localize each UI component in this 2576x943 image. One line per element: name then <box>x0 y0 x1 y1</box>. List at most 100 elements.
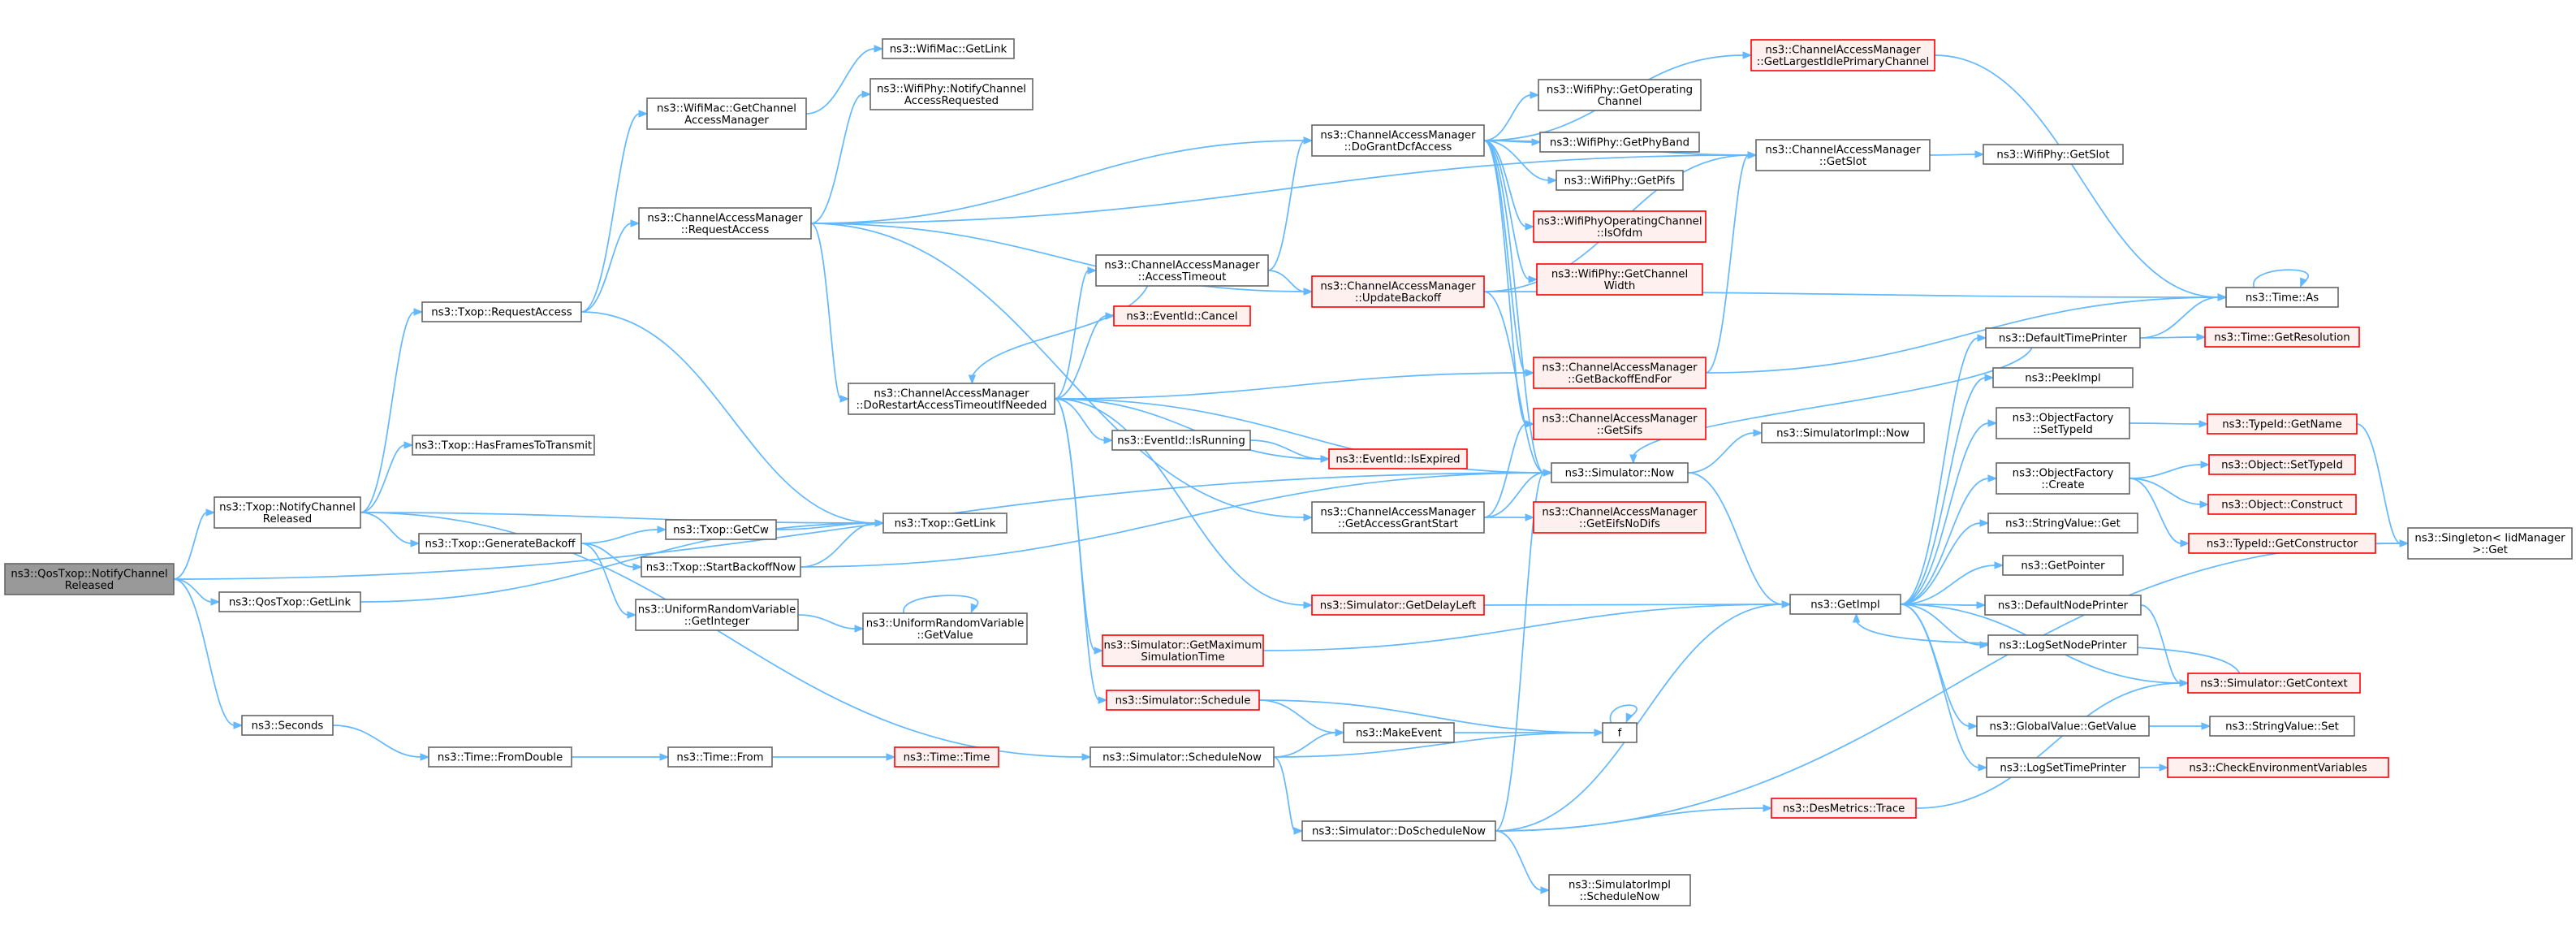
node-typeid-getname[interactable]: ns3::TypeId::GetName <box>2207 413 2358 435</box>
node-seconds[interactable]: ns3::Seconds <box>241 715 334 736</box>
node-sim-schedule[interactable]: ns3::Simulator::Schedule <box>1106 690 1260 711</box>
call-edge-cam_requestaccess-to-cam_getaccessgrantstart <box>810 223 1314 521</box>
node-txop-genbackoff[interactable]: ns3::Txop::GenerateBackoff <box>418 533 582 554</box>
node-wifiphy-getpifs[interactable]: ns3::WifiPhy::GetPifs <box>1556 170 1684 191</box>
node-box <box>1106 690 1260 711</box>
node-txop-getcw[interactable]: ns3::Txop::GetCw <box>665 519 777 540</box>
node-object-construct[interactable]: ns3::Object::Construct <box>2207 494 2357 515</box>
node-label: ::UpdateBackoff <box>1355 292 1442 305</box>
node-wifiphy-getphyband[interactable]: ns3::WifiPhy::GetPhyBand <box>1539 132 1700 153</box>
node-box <box>412 435 595 456</box>
call-edge-sim_doschedulenow-to-desmetrics_trace <box>1495 804 1773 832</box>
node-txop-requestaccess[interactable]: ns3::Txop::RequestAccess <box>421 301 582 322</box>
node-label: ns3::ObjectFactory <box>2013 467 2114 479</box>
node-box <box>1548 874 1691 906</box>
node-sim-doschedulenow[interactable]: ns3::Simulator::DoScheduleNow <box>1301 820 1496 841</box>
node-cam-getsifs[interactable]: ns3::ChannelAccessManager::GetSifs <box>1533 408 1707 440</box>
node-box <box>862 612 1028 645</box>
node-object-settypeid[interactable]: ns3::Object::SetTypeId <box>2208 454 2356 475</box>
node-cam-getaccessgrantstart[interactable]: ns3::ChannelAccessManager::GetAccessGran… <box>1311 501 1485 534</box>
call-edge-objfactory_create-to-object_settypeid <box>2129 461 2211 479</box>
node-txop-getlink[interactable]: ns3::Txop::GetLink <box>882 513 1008 534</box>
node-f[interactable]: f <box>1602 722 1638 743</box>
node-box <box>1102 634 1264 667</box>
node-defaulttimeprinter[interactable]: ns3::DefaultTimePrinter <box>1985 327 2141 348</box>
call-edge-cam_getbackoffendfor-to-time_as <box>1705 293 2228 374</box>
node-cam-getbackoffendfor[interactable]: ns3::ChannelAccessManager::GetBackoffEnd… <box>1533 357 1707 389</box>
node-label: ns3::Time::As <box>2246 292 2319 305</box>
node-objfactory-create[interactable]: ns3::ObjectFactory::Create <box>1996 462 2130 495</box>
node-time-getresolution[interactable]: ns3::Time::GetResolution <box>2204 327 2360 348</box>
node-uniform-getvalue[interactable]: ns3::UniformRandomVariable::GetValue <box>862 612 1028 645</box>
node-singleton-get[interactable]: ns3::Singleton< IidManager>::Get <box>2407 527 2573 560</box>
node-qostxop-getlink[interactable]: ns3::QosTxop::GetLink <box>218 591 361 612</box>
node-box <box>2188 533 2376 554</box>
node-time-as[interactable]: ns3::Time::As <box>2225 287 2339 308</box>
node-label: ::GetLargestIdlePrimaryChannel <box>1757 56 1929 68</box>
node-sim-getcontext[interactable]: ns3::Simulator::GetContext <box>2187 673 2361 694</box>
node-label: ::SetTypeId <box>2033 424 2093 436</box>
node-getpointer[interactable]: ns3::GetPointer <box>2002 555 2124 576</box>
node-cam-requestaccess[interactable]: ns3::ChannelAccessManager::RequestAccess <box>638 207 812 240</box>
call-edge-getimpl-to-defaulttimeprinter <box>1900 334 1987 605</box>
node-box <box>894 746 999 768</box>
node-box <box>1311 124 1485 157</box>
node-cam-updatebackoff[interactable]: ns3::ChannelAccessManager::UpdateBackoff <box>1311 275 1485 308</box>
node-label: ns3::DefaultNodePrinter <box>1998 600 2129 612</box>
node-simimpl-now[interactable]: ns3::SimulatorImpl::Now <box>1761 422 1925 443</box>
node-objfactory-settypeid[interactable]: ns3::ObjectFactory::SetTypeId <box>1996 407 2130 439</box>
node-desmetrics-trace[interactable]: ns3::DesMetrics::Trace <box>1771 798 1917 819</box>
node-txop-startbackoffnow[interactable]: ns3::Txop::StartBackoffNow <box>641 556 801 577</box>
node-time-from[interactable]: ns3::Time::From <box>667 746 773 768</box>
node-label: ns3::ChannelAccessManager <box>1765 44 1921 56</box>
node-box <box>638 207 812 240</box>
node-sim-schedulenow[interactable]: ns3::Simulator::ScheduleNow <box>1090 746 1275 768</box>
node-logsettimeprinter[interactable]: ns3::LogSetTimePrinter <box>1986 757 2140 778</box>
call-edge-cam_requestaccess-to-cam_dogrant <box>810 136 1314 224</box>
call-edge-sim_schedule-to-makeevent <box>1258 699 1345 737</box>
node-sim-getdelayleft[interactable]: ns3::Simulator::GetDelayLeft <box>1311 595 1485 616</box>
node-eventid-cancel[interactable]: ns3::EventId::Cancel <box>1113 305 1251 327</box>
node-eventid-isrunning[interactable]: ns3::EventId::IsRunning <box>1111 430 1251 451</box>
node-cam-getslot[interactable]: ns3::ChannelAccessManager::GetSlot <box>1755 139 1931 171</box>
node-label: ns3::GlobalValue::GetValue <box>1990 721 2137 733</box>
node-sim-now[interactable]: ns3::Simulator::Now <box>1551 462 1689 483</box>
node-label: ns3::ChannelAccessManager <box>647 212 803 224</box>
call-edge-root-to-seconds <box>173 578 244 729</box>
node-label: ns3::PeekImpl <box>2025 373 2100 385</box>
node-defaultnodeprinter[interactable]: ns3::DefaultNodePrinter <box>1984 595 2142 616</box>
node-uniform-getinteger[interactable]: ns3::UniformRandomVariable::GetInteger <box>635 599 799 631</box>
node-label: ns3::Time::Time <box>904 752 990 764</box>
node-simimpl-schedulenow[interactable]: ns3::SimulatorImpl::ScheduleNow <box>1548 874 1691 906</box>
node-box <box>1771 798 1917 819</box>
node-cam-geteifsnodifs[interactable]: ns3::ChannelAccessManager::GetEifsNoDifs <box>1533 501 1707 534</box>
node-wifiphy-getslot[interactable]: ns3::WifiPhy::GetSlot <box>1983 144 2124 165</box>
node-time-fromdouble[interactable]: ns3::Time::FromDouble <box>428 746 572 768</box>
node-checkenvvars[interactable]: ns3::CheckEnvironmentVariables <box>2167 757 2389 778</box>
node-time-time[interactable]: ns3::Time::Time <box>894 746 999 768</box>
node-box <box>1556 170 1684 191</box>
node-logsetnodeprinter[interactable]: ns3::LogSetNodePrinter <box>1987 634 2138 655</box>
node-cam-getlargestidle[interactable]: ns3::ChannelAccessManager::GetLargestIdl… <box>1750 39 1935 71</box>
node-cam-dorestart[interactable]: ns3::ChannelAccessManager::DoRestartAcce… <box>848 383 1055 415</box>
node-cam-dogrant[interactable]: ns3::ChannelAccessManager::DoGrantDcfAcc… <box>1311 124 1485 157</box>
node-stringvalue-set[interactable]: ns3::StringValue::Set <box>2209 716 2355 737</box>
node-peekimpl[interactable]: ns3::PeekImpl <box>1992 367 2134 388</box>
node-getimpl[interactable]: ns3::GetImpl <box>1789 594 1901 615</box>
node-wifiphyop-isofdm[interactable]: ns3::WifiPhyOperatingChannel::IsOfdm <box>1533 210 1707 243</box>
node-txop-hasframes[interactable]: ns3::Txop::HasFramesToTransmit <box>412 435 595 456</box>
node-cam-accesstimeout[interactable]: ns3::ChannelAccessManager::AccessTimeout <box>1095 254 1269 287</box>
node-eventid-isexpired[interactable]: ns3::EventId::IsExpired <box>1328 448 1468 469</box>
node-wifimac-getlink[interactable]: ns3::WifiMac::GetLink <box>882 38 1015 59</box>
node-typeid-getconstructor[interactable]: ns3::TypeId::GetConstructor <box>2188 533 2376 554</box>
node-stringvalue-get[interactable]: ns3::StringValue::Get <box>1987 513 2138 534</box>
node-makeevent[interactable]: ns3::MakeEvent <box>1343 722 1455 743</box>
node-globalvalue-getvalue[interactable]: ns3::GlobalValue::GetValue <box>1976 716 2150 737</box>
node-wifiphy-notifycar[interactable]: ns3::WifiPhy::NotifyChannelAccessRequest… <box>869 78 1033 110</box>
